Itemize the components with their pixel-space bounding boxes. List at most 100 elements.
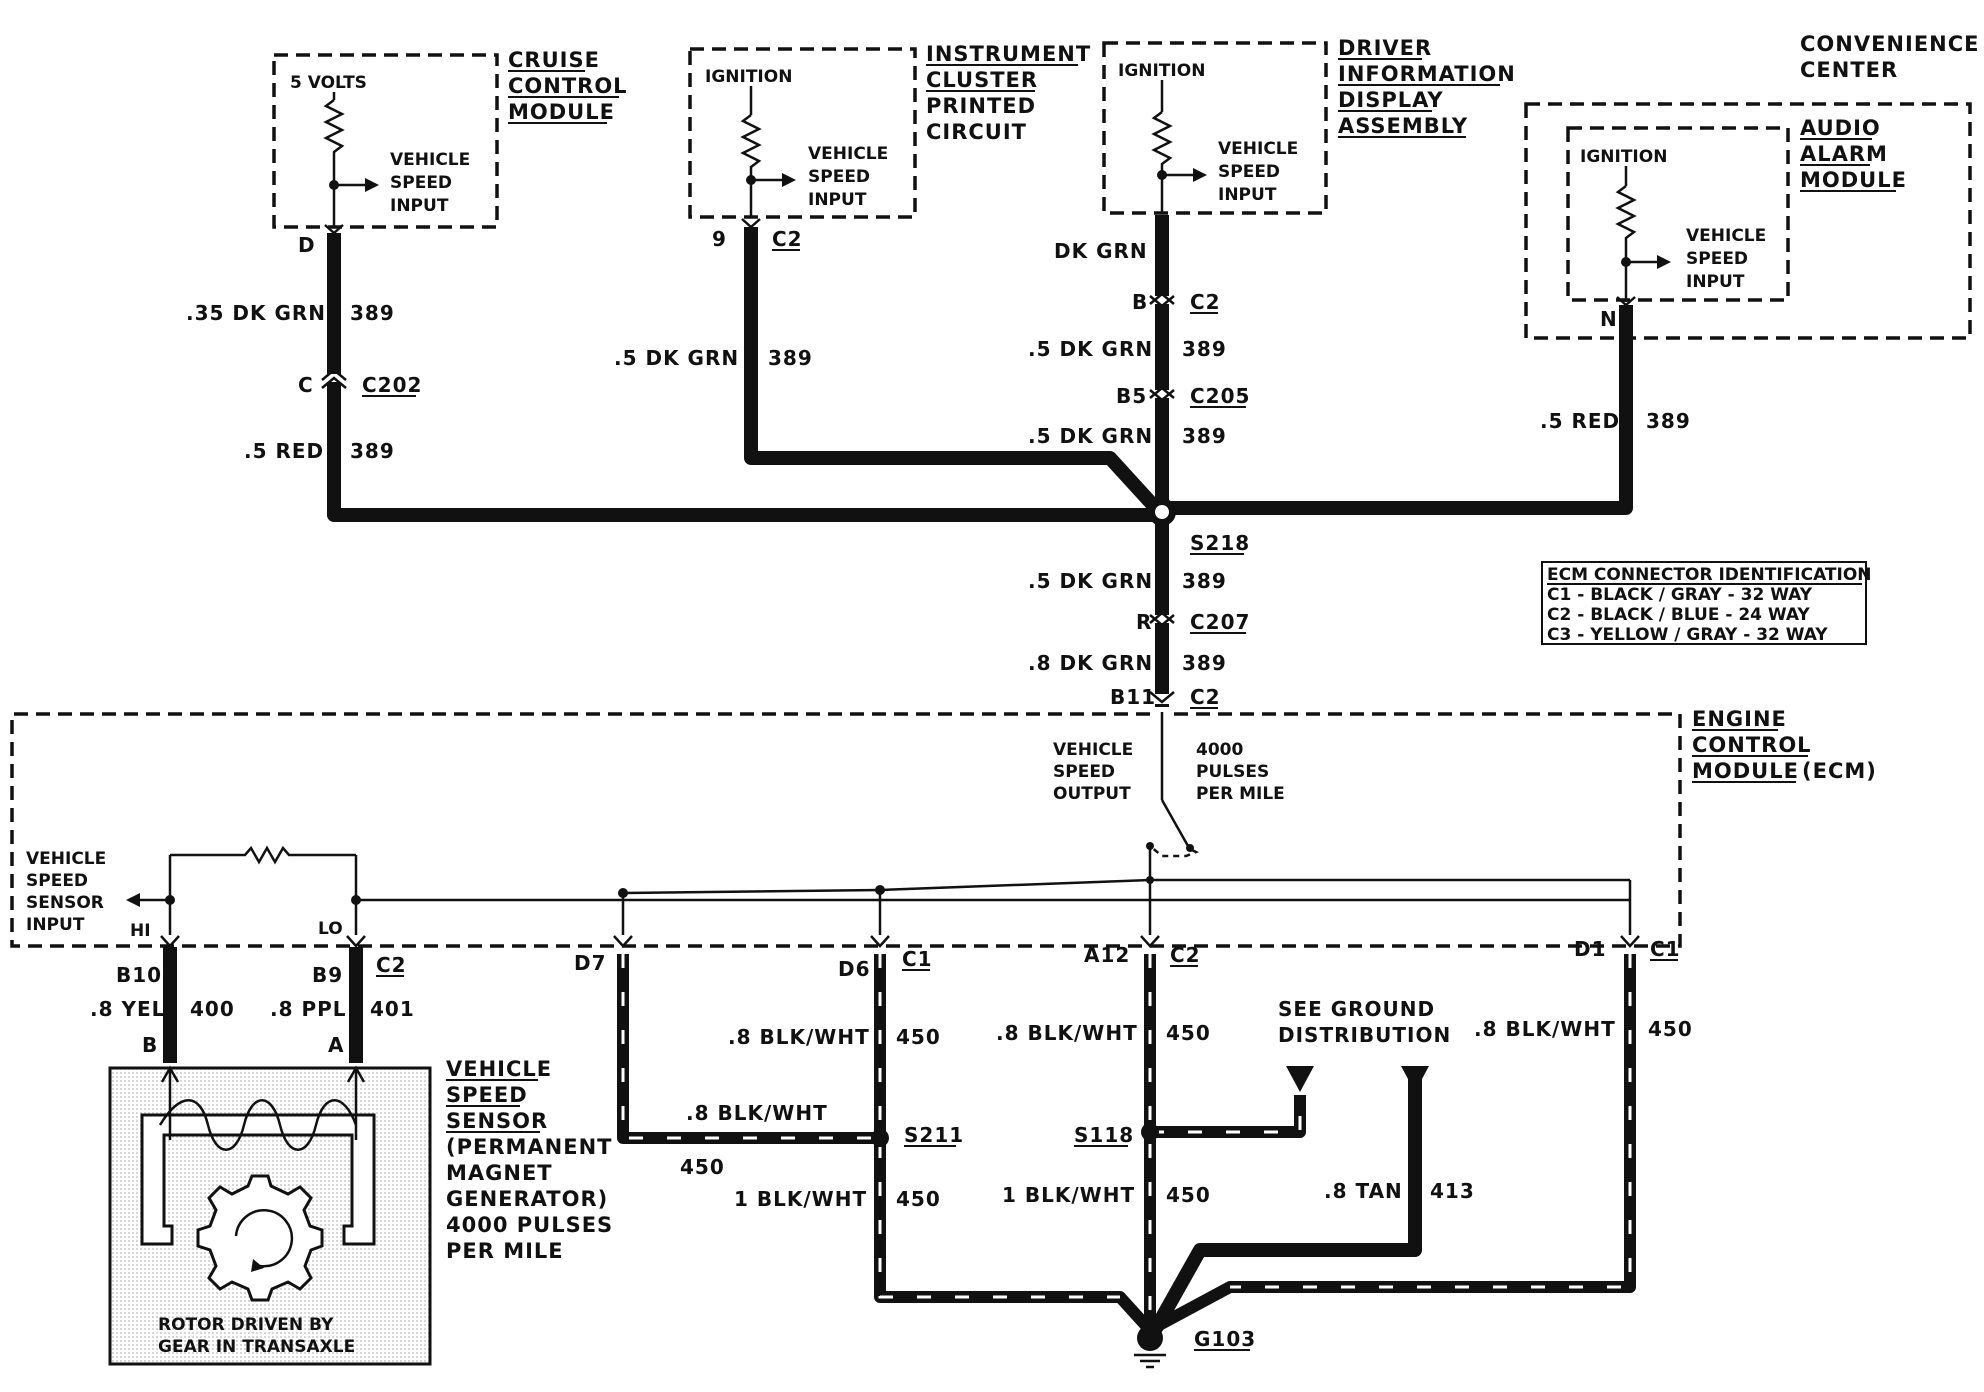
cruise-supply-label: 5 VOLTS: [290, 73, 367, 93]
svg-text:SENSOR: SENSOR: [26, 893, 104, 913]
pin-cluster-9: 9: [712, 227, 727, 251]
svg-text:401: 401: [370, 997, 415, 1021]
svg-text:INPUT: INPUT: [1686, 272, 1745, 292]
vss-title: VEHICLE: [446, 1057, 552, 1081]
connector-dida-c2: C2: [1190, 290, 1221, 314]
wire-dida-low: .5 DK GRN: [1028, 424, 1153, 448]
connector-ecm-c1-d6: C1: [902, 947, 933, 971]
convenience-center: IGNITION VEHICLE SPEED INPUT: [1524, 102, 1972, 340]
ground-g103: G103: [1194, 1327, 1256, 1351]
svg-text:ALARM: ALARM: [1800, 142, 1888, 166]
wire-s211-ground: 1 BLK/WHT: [734, 1187, 867, 1211]
svg-text:389: 389: [350, 301, 395, 325]
pin-d6: D6: [838, 957, 871, 981]
legend-title: ECM CONNECTOR IDENTIFICATION: [1547, 565, 1872, 585]
svg-text:SPEED: SPEED: [26, 871, 88, 891]
connector-marks: [321, 218, 1636, 704]
svg-text:INPUT: INPUT: [808, 190, 867, 210]
cruise-input-label: VEHICLE: [390, 150, 470, 170]
wire-b9: .8 PPL: [270, 997, 347, 1021]
pin-d7: D7: [574, 951, 607, 975]
svg-text:450: 450: [1648, 1017, 1693, 1041]
svg-text:DISPLAY: DISPLAY: [1338, 88, 1444, 112]
svg-text:SENSOR: SENSOR: [446, 1109, 548, 1133]
pin-b10: B10: [116, 963, 162, 987]
ecm-lo-label: LO: [318, 919, 343, 939]
pin-c207-r: R: [1136, 610, 1152, 634]
svg-text:PULSES: PULSES: [1196, 762, 1269, 782]
svg-text:389: 389: [350, 439, 395, 463]
upper-wire-network: [327, 215, 1633, 707]
connector-ecm-c1-d1: C1: [1650, 937, 1681, 961]
svg-text:450: 450: [896, 1187, 941, 1211]
wire-ecm-in: .8 DK GRN: [1028, 651, 1153, 675]
driver-information-display: IGNITION VEHICLE SPEED INPUT: [1102, 41, 1328, 215]
svg-text:SPEED: SPEED: [1218, 162, 1280, 182]
svg-text:389: 389: [768, 346, 813, 370]
pin-alarm-n: N: [1600, 307, 1618, 331]
svg-text:389: 389: [1182, 569, 1227, 593]
svg-text:MAGNET: MAGNET: [446, 1161, 553, 1185]
svg-text:413: 413: [1430, 1179, 1475, 1203]
cluster-supply-label: IGNITION: [705, 67, 792, 87]
instrument-cluster: IGNITION VEHICLE SPEED INPUT: [688, 47, 917, 219]
legend-row: C2 - BLACK / BLUE - 24 WAY: [1547, 605, 1810, 625]
pin-c202-c: C: [298, 373, 314, 397]
svg-text:SPEED: SPEED: [446, 1083, 528, 1107]
svg-text:SPEED: SPEED: [808, 167, 870, 187]
wire-b10: .8 YEL: [90, 997, 165, 1021]
wire-d1: .8 BLK/WHT: [1474, 1017, 1616, 1041]
ecm-pulses-label: 4000: [1196, 740, 1243, 760]
connector-ecm-c2-sensor: C2: [376, 953, 407, 977]
engine-control-module: VEHICLE SPEED OUTPUT 4000 PULSES PER MIL…: [10, 712, 1682, 948]
pin-d1: D1: [1574, 937, 1607, 961]
svg-text:SPEED: SPEED: [1686, 249, 1748, 269]
svg-text:SPEED: SPEED: [390, 173, 452, 193]
connector-c205: C205: [1190, 384, 1250, 408]
svg-text:(ECM): (ECM): [1802, 759, 1877, 783]
cruise-title: CRUISE: [508, 48, 600, 72]
svg-text:INFORMATION: INFORMATION: [1338, 62, 1516, 86]
connector-c207: C207: [1190, 610, 1250, 634]
connector-ecm-c2-a12: C2: [1170, 943, 1201, 967]
svg-text:450: 450: [896, 1025, 941, 1049]
ecm-output-label: VEHICLE: [1053, 740, 1133, 760]
wire-dida-top: DK GRN: [1054, 239, 1148, 263]
svg-text:MODULE: MODULE: [508, 100, 615, 124]
svg-text:400: 400: [190, 997, 235, 1021]
connector-ecm-c2: C2: [1190, 685, 1221, 709]
svg-text:GEAR IN TRANSAXLE: GEAR IN TRANSAXLE: [158, 1337, 355, 1357]
svg-text:PER MILE: PER MILE: [446, 1239, 564, 1263]
svg-text:PER MILE: PER MILE: [1196, 784, 1285, 804]
svg-text:MODULE: MODULE: [1800, 168, 1907, 192]
wire-d6: .8 BLK/WHT: [728, 1025, 870, 1049]
lower-wire-network: [163, 947, 1636, 1340]
svg-text:389: 389: [1646, 409, 1691, 433]
wire-alarm: .5 RED: [1540, 409, 1620, 433]
svg-text:INPUT: INPUT: [26, 915, 85, 935]
wire-a12: .8 BLK/WHT: [996, 1021, 1138, 1045]
wire-cluster: .5 DK GRN: [614, 346, 739, 370]
svg-text:MODULE: MODULE: [1692, 759, 1799, 783]
svg-text:CIRCUIT: CIRCUIT: [926, 120, 1027, 144]
wire-dida-mid: .5 DK GRN: [1028, 337, 1153, 361]
splice-s218: S218: [1190, 531, 1250, 555]
alarm-title: AUDIO: [1800, 116, 1881, 140]
svg-text:PRINTED: PRINTED: [926, 94, 1036, 118]
svg-text:450: 450: [1166, 1183, 1211, 1207]
legend-row: C3 - YELLOW / GRAY - 32 WAY: [1547, 625, 1828, 645]
splice-s211-dot: [871, 1129, 889, 1147]
rotor-label: ROTOR DRIVEN BY: [158, 1315, 334, 1335]
wire-d7: .8 BLK/WHT: [686, 1101, 828, 1125]
svg-text:DISTRIBUTION: DISTRIBUTION: [1278, 1023, 1451, 1047]
splice-s118: S118: [1074, 1123, 1134, 1147]
vss-description: (PERMANENT: [446, 1135, 612, 1159]
connector-c202: C202: [362, 373, 422, 397]
tan-wire-arrow: [1401, 1066, 1429, 1092]
alarm-supply-label: IGNITION: [1580, 147, 1667, 167]
connector-cluster-c2: C2: [772, 227, 803, 251]
svg-text:INPUT: INPUT: [1218, 185, 1277, 205]
wire-tan: .8 TAN: [1324, 1179, 1403, 1203]
svg-text:VEHICLE: VEHICLE: [1686, 226, 1766, 246]
